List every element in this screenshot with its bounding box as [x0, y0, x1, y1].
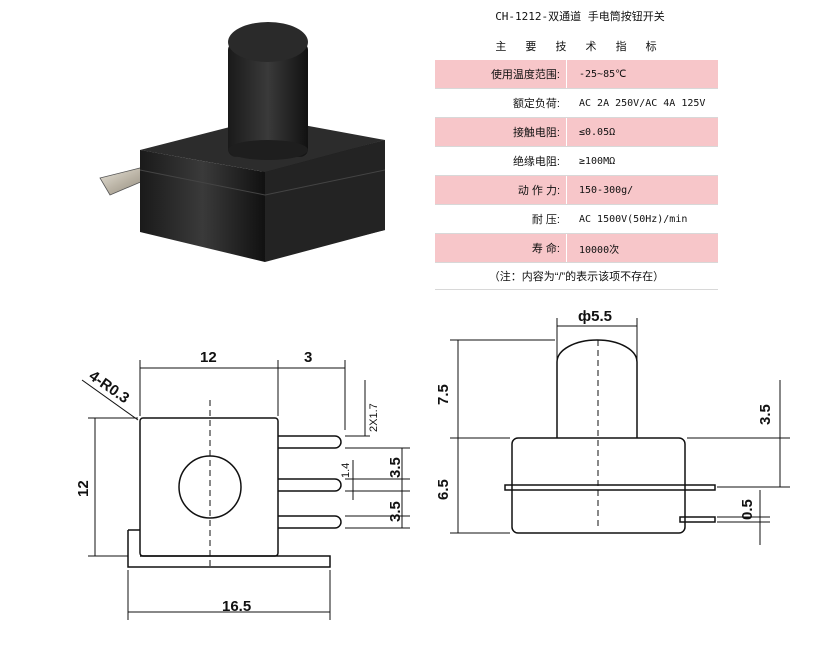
spec-note: （注：内容为“/”的表示该项不存在）	[435, 262, 718, 290]
table-row: 绝缘电阻:≥100MΩ	[435, 146, 718, 176]
spec-value: AC 2A 250V/AC 4A 125V	[566, 88, 718, 118]
spec-label: 额定负荷:	[435, 88, 567, 118]
spec-title: CH-1212-双通道 手电筒按钮开关	[495, 10, 665, 23]
top-view	[127, 417, 342, 568]
spec-value: ≤0.05Ω	[566, 117, 718, 147]
table-row: （注：内容为“/”的表示该项不存在）	[435, 262, 718, 290]
spec-label: 耐 压:	[435, 204, 567, 234]
table-row: 接触电阻:≤0.05Ω	[435, 117, 718, 147]
dim-bottom-width: 16.5	[222, 598, 251, 615]
spec-label: 接触电阻:	[435, 117, 567, 147]
table-row: 使用温度范围:-25~85℃	[435, 60, 718, 89]
dim-right-lower: 0.5	[739, 499, 756, 520]
table-row: 额定负荷:AC 2A 250V/AC 4A 125V	[435, 88, 718, 118]
dim-top-width: 12	[200, 349, 217, 366]
spec-value: 150-300g/	[566, 175, 718, 205]
switch-photo	[99, 22, 386, 262]
spec-label: 动 作 力:	[435, 175, 567, 205]
dim-pin-length: 3	[304, 349, 312, 366]
dim-pitch-2: 3.5	[387, 501, 404, 522]
spec-table: 使用温度范围:-25~85℃ 额定负荷:AC 2A 250V/AC 4A 125…	[435, 60, 718, 290]
spec-value: 10000次	[566, 233, 718, 263]
spec-value: -25~85℃	[566, 60, 718, 89]
dim-cap-diameter: ф5.5	[578, 308, 612, 325]
dim-cap-height: 7.5	[435, 384, 452, 405]
table-row: 耐 压:AC 1500V(50Hz)/min	[435, 204, 718, 234]
spec-value: AC 1500V(50Hz)/min	[566, 204, 718, 234]
dim-pitch-1: 3.5	[387, 457, 404, 478]
spec-label: 寿 命:	[435, 233, 567, 263]
dim-right-upper: 3.5	[757, 404, 774, 425]
dim-pin-pitch: 2X1.7	[368, 403, 380, 432]
dim-pin-width: 1.4	[340, 463, 352, 478]
side-view	[504, 339, 716, 534]
table-row: 动 作 力:150-300g/	[435, 175, 718, 205]
spec-label: 使用温度范围:	[435, 60, 567, 89]
spec-subtitle: 主 要 技 术 指 标	[495, 41, 665, 53]
spec-value: ≥100MΩ	[566, 146, 718, 176]
spec-label: 绝缘电阻:	[435, 146, 567, 176]
dim-left-height: 12	[75, 480, 92, 497]
table-row: 寿 命:10000次	[435, 233, 718, 263]
dim-body-height: 6.5	[435, 479, 452, 500]
